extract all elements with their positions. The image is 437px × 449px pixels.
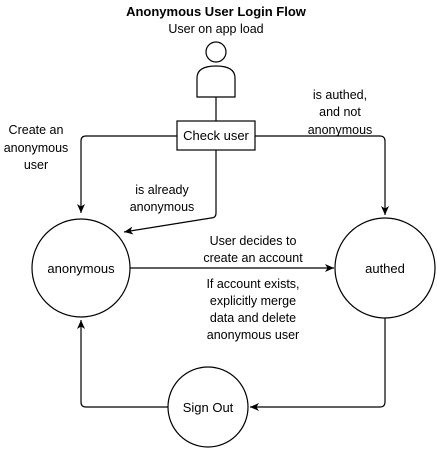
label-create-anonymous: Create an anonymous user	[4, 123, 69, 172]
label-line: User decides to	[210, 234, 297, 248]
actor-label: User on app load	[168, 22, 263, 36]
label-line: If account exists,	[206, 277, 299, 291]
label-line: explicitly merge	[210, 294, 296, 308]
check-user-label: Check user	[183, 128, 249, 143]
label-line: anonymous	[130, 200, 195, 214]
edge-signout-to-anonymous	[77, 320, 168, 408]
label-is-authed: is authed, and not anonymous	[308, 88, 373, 137]
label-line: user	[24, 158, 48, 172]
label-line: anonymous	[4, 141, 69, 155]
anonymous-label: anonymous	[47, 261, 115, 276]
edge-create-anonymous	[77, 135, 177, 213]
edge-authed-to-signout	[250, 318, 386, 411]
authed-label: authed	[365, 261, 405, 276]
label-line: is already	[135, 183, 189, 197]
label-line: and not	[319, 105, 361, 119]
edge-already-anonymous	[123, 150, 217, 235]
label-line: is authed,	[313, 88, 367, 102]
check-user-node[interactable]: Check user	[176, 120, 256, 151]
label-already-anonymous: is already anonymous	[130, 183, 195, 214]
label-line: anonymous user	[207, 328, 299, 342]
label-line: data and delete	[210, 311, 296, 325]
anonymous-node[interactable]: anonymous	[31, 218, 131, 318]
label-line: create an account	[203, 251, 303, 265]
user-actor-icon	[196, 41, 236, 98]
label-account-exists: If account exists, explicitly merge data…	[206, 277, 299, 342]
edge-is-authed	[255, 135, 389, 215]
label-decides-account: User decides to create an account	[203, 234, 303, 265]
sign-out-label: Sign Out	[183, 400, 234, 415]
authed-node[interactable]: authed	[334, 217, 436, 319]
diagram-title: Anonymous User Login Flow	[126, 4, 307, 19]
label-line: Create an	[9, 123, 64, 137]
label-line: anonymous	[308, 123, 373, 137]
sign-out-node[interactable]: Sign Out	[167, 366, 249, 448]
